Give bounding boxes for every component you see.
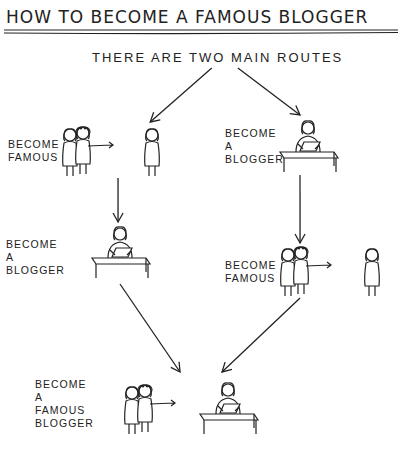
flow-arrow xyxy=(299,175,300,243)
step-text: THERE ARE TWO MAIN ROUTES xyxy=(92,51,343,64)
step-node: BECOME FAMOUS xyxy=(5,122,170,178)
blogger-at-desk xyxy=(280,121,338,172)
stared-person xyxy=(365,249,380,296)
pointing-pair xyxy=(125,385,175,434)
step-text: BECOME FAMOUS xyxy=(8,138,60,164)
step-text: BECOME FAMOUS xyxy=(225,259,277,285)
step-text: BECOME A BLOGGER xyxy=(6,238,65,277)
step-text: BECOME A FAMOUS BLOGGER xyxy=(35,378,94,430)
title-underline xyxy=(4,30,398,34)
blogger-at-desk xyxy=(92,227,150,278)
flow-arrow xyxy=(117,178,118,222)
step-text: BECOME A BLOGGER xyxy=(225,127,284,166)
step-node: BECOME A FAMOUS BLOGGER xyxy=(32,372,264,447)
flow-arrow xyxy=(238,68,300,115)
flow-arrow xyxy=(222,298,300,372)
flow-arrow xyxy=(150,68,212,122)
step-node: BECOME A BLOGGER xyxy=(222,115,342,175)
pointing-pair xyxy=(63,127,113,176)
step-node: BECOME A BLOGGER xyxy=(3,222,153,284)
page-title: HOW TO BECOME A FAMOUS BLOGGER xyxy=(6,6,368,28)
flow-arrow xyxy=(120,284,180,372)
pointing-pair xyxy=(281,247,331,296)
stared-person xyxy=(145,129,160,176)
step-node: THERE ARE TWO MAIN ROUTES xyxy=(88,48,363,68)
step-node: BECOME FAMOUS xyxy=(222,243,387,298)
blogger-at-desk xyxy=(200,383,258,434)
